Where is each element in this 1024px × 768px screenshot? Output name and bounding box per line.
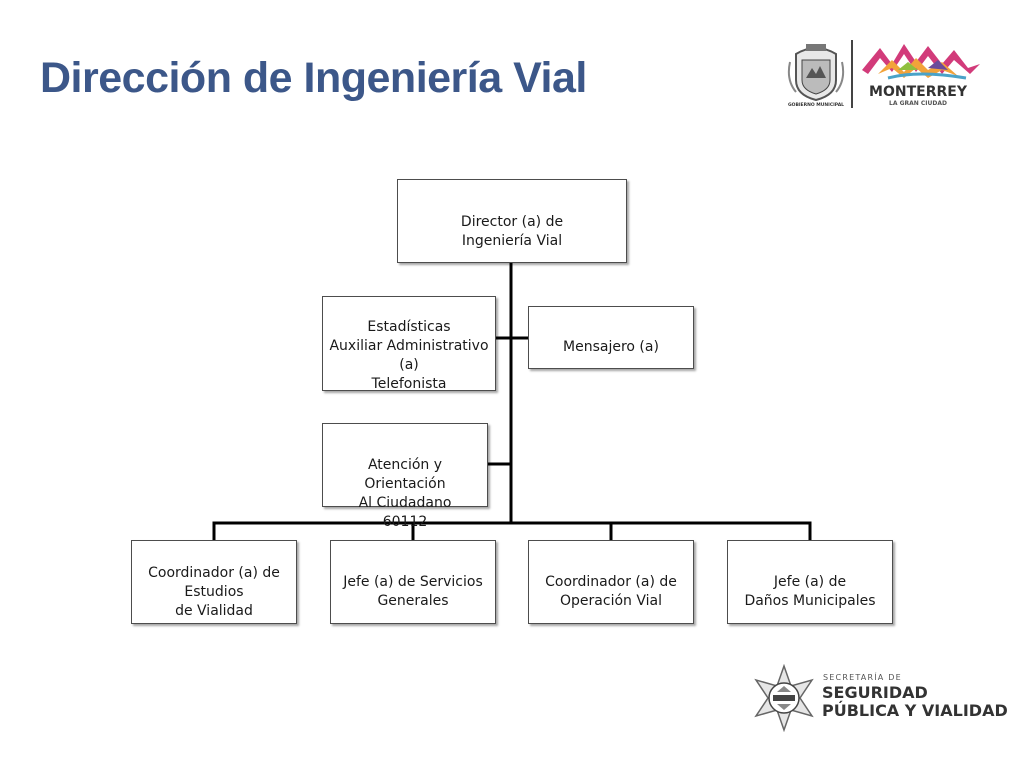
staff-right-label: Mensajero (a) <box>563 339 659 355</box>
publica-vialidad-label: PÚBLICA Y VIALIDAD <box>822 701 1008 720</box>
city-name: MONTERREY <box>869 84 968 100</box>
logo-divider <box>851 40 853 108</box>
staff-left-box: Estadísticas Auxiliar Administrativo (a)… <box>322 296 496 392</box>
monterrey-logo-icon: MONTERREY LA GRAN CIUDAD <box>862 44 980 107</box>
unit-box-1: Coordinador (a) de Estudios de Vialidad <box>131 540 297 624</box>
unit-box-4: Jefe (a) de Daños Municipales <box>727 540 893 624</box>
unit-label-4: Jefe (a) de Daños Municipales <box>744 574 876 609</box>
unit-box-2: Jefe (a) de Servicios Generales <box>330 540 496 624</box>
staff-right-box: Mensajero (a) <box>528 306 694 369</box>
city-tagline: LA GRAN CIUDAD <box>889 100 947 107</box>
municipal-caption: GOBIERNO MUNICIPAL <box>788 102 844 108</box>
unit-label-2: Jefe (a) de Servicios Generales <box>343 574 483 609</box>
slide-title: Dirección de Ingeniería Vial <box>40 54 587 102</box>
police-star-badge-icon <box>754 664 814 732</box>
municipal-crest-icon: GOBIERNO MUNICIPAL <box>787 44 844 108</box>
unit-label-3: Coordinador (a) de Operación Vial <box>545 574 677 609</box>
citizen-service-box: Atención y Orientación Al Ciudadano 6011… <box>322 423 488 530</box>
unit-label-1: Coordinador (a) de Estudios de Vialidad <box>148 565 280 619</box>
secretaria-caption: SECRETARÍA DE <box>823 673 902 682</box>
seguridad-label: SEGURIDAD <box>822 683 928 702</box>
citizen-service-label: Atención y Orientación Al Ciudadano 6011… <box>358 457 452 530</box>
staff-left-label: Estadísticas Auxiliar Administrativo (a)… <box>329 319 489 392</box>
director-box: Director (a) de Ingeniería Vial <box>397 179 627 263</box>
director-label: Director (a) de Ingeniería Vial <box>460 214 564 249</box>
unit-box-3: Coordinador (a) de Operación Vial <box>528 540 694 624</box>
